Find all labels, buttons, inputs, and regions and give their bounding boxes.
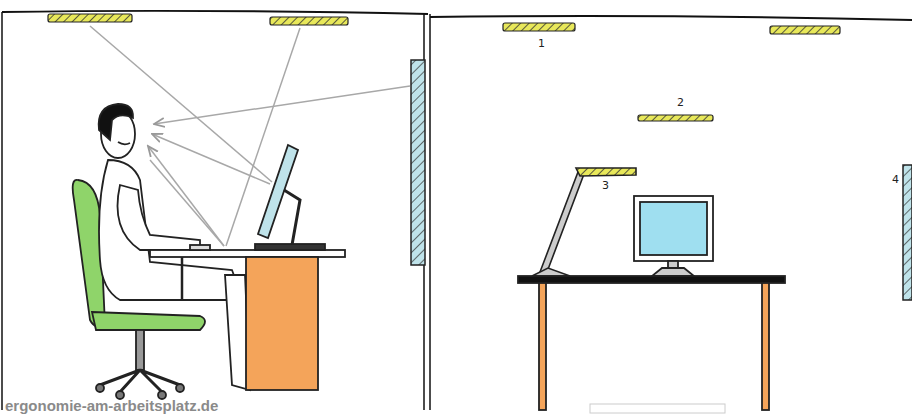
watermark: ergonomie-am-arbeitsplatz.de xyxy=(5,398,218,413)
callout-number: 4 xyxy=(892,174,899,185)
callout-number: 3 xyxy=(602,180,609,191)
callout-number: 2 xyxy=(677,97,684,108)
callout-number: 1 xyxy=(538,38,545,49)
